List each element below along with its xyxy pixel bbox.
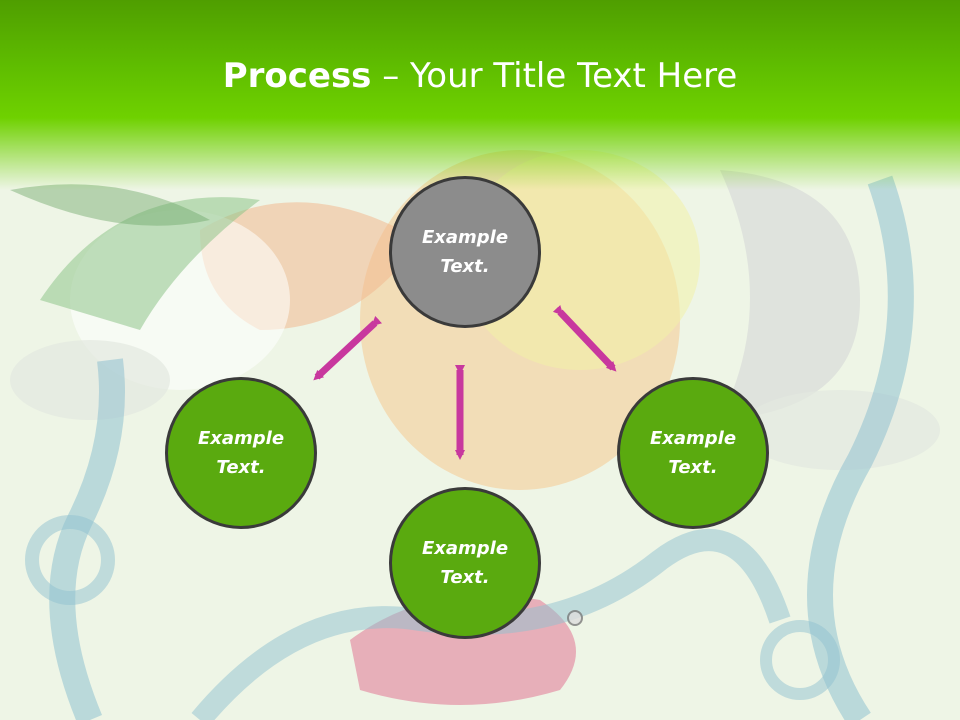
title-rest: – Your Title Text Here [371, 56, 738, 96]
arrow-top-left [313, 315, 383, 381]
slide-title: Process – Your Title Text Here [0, 54, 960, 98]
title-bold: Process [222, 56, 372, 96]
title-bar [0, 0, 960, 190]
arrow-top-right [552, 304, 617, 372]
